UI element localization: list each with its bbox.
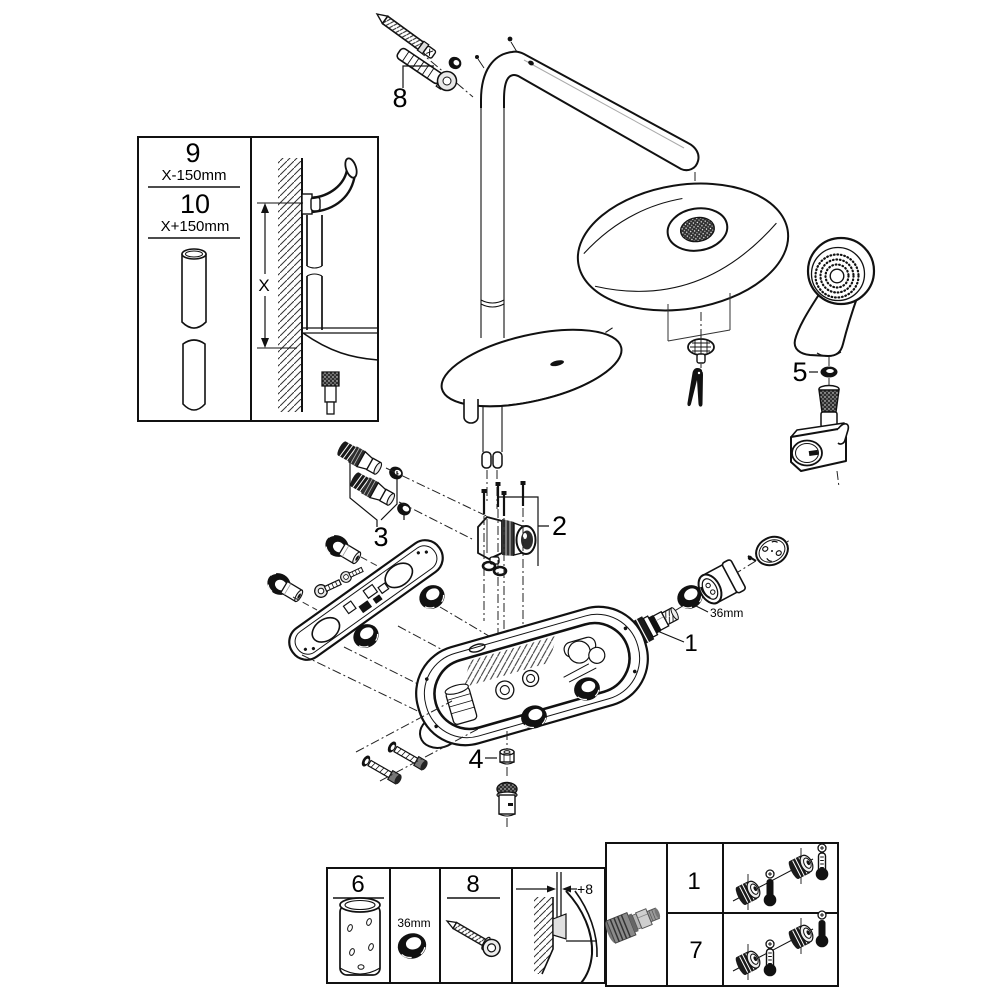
rough-in-sleeve <box>339 897 381 976</box>
callout-5-label: 5 <box>792 357 807 387</box>
shower-arm <box>475 36 700 509</box>
connection-plug <box>496 781 518 817</box>
row-1-illustration <box>732 843 829 910</box>
hose-nut <box>818 384 840 430</box>
legend-screw <box>445 920 501 958</box>
protrusion-label: +8 <box>577 881 593 897</box>
part-10-number: 10 <box>180 189 210 219</box>
dimension-x-label: X <box>258 276 269 295</box>
union-nut <box>499 748 515 765</box>
shelf <box>440 327 623 424</box>
strainer <box>687 338 715 364</box>
base-fasteners: 4 <box>355 700 518 828</box>
wall-holder <box>790 422 850 472</box>
wall-screw-assembly: 8 <box>375 12 474 113</box>
row-7-illustration <box>732 910 829 980</box>
hand-shower: 5 <box>790 236 876 488</box>
cartridge-screws <box>481 481 526 516</box>
mounting-clip <box>687 368 703 407</box>
coupling-sleeve <box>697 559 746 605</box>
cartridge: 2 <box>477 481 567 649</box>
callout-8-label: 8 <box>392 83 407 113</box>
legend-8-label: 8 <box>466 871 479 898</box>
part-9-number: 9 <box>185 138 200 168</box>
valve-body <box>415 605 649 749</box>
legend-right-box: 1 7 <box>605 842 839 987</box>
callout-1-label: 1 <box>684 630 697 657</box>
legend-1-label: 1 <box>687 868 700 895</box>
protrusion-detail: +8 <box>516 872 598 984</box>
cover-disc <box>755 535 789 567</box>
callout-2-label: 2 <box>552 511 567 541</box>
escutcheon-plate <box>288 539 444 661</box>
rail-tube-drawing <box>181 248 207 411</box>
legend-6-label: 6 <box>351 871 364 898</box>
part-10-length: X+150mm <box>161 218 230 235</box>
callout-4-label: 4 <box>468 744 483 774</box>
legend-left-box: 6 36mm 8 <box>326 867 606 984</box>
rail-length-box: 9 X-150mm 10 X+150mm <box>137 136 379 422</box>
head-shower <box>576 172 790 407</box>
wall-section-drawing: X <box>257 157 379 415</box>
legend-ring-size: 36mm <box>397 916 430 930</box>
check-valve-coupling <box>605 907 661 944</box>
part-9-length: X-150mm <box>161 167 226 184</box>
legend-7-label: 7 <box>689 937 702 964</box>
callout-3-label: 3 <box>373 522 388 552</box>
coupling-size-label: 36mm <box>710 606 743 620</box>
